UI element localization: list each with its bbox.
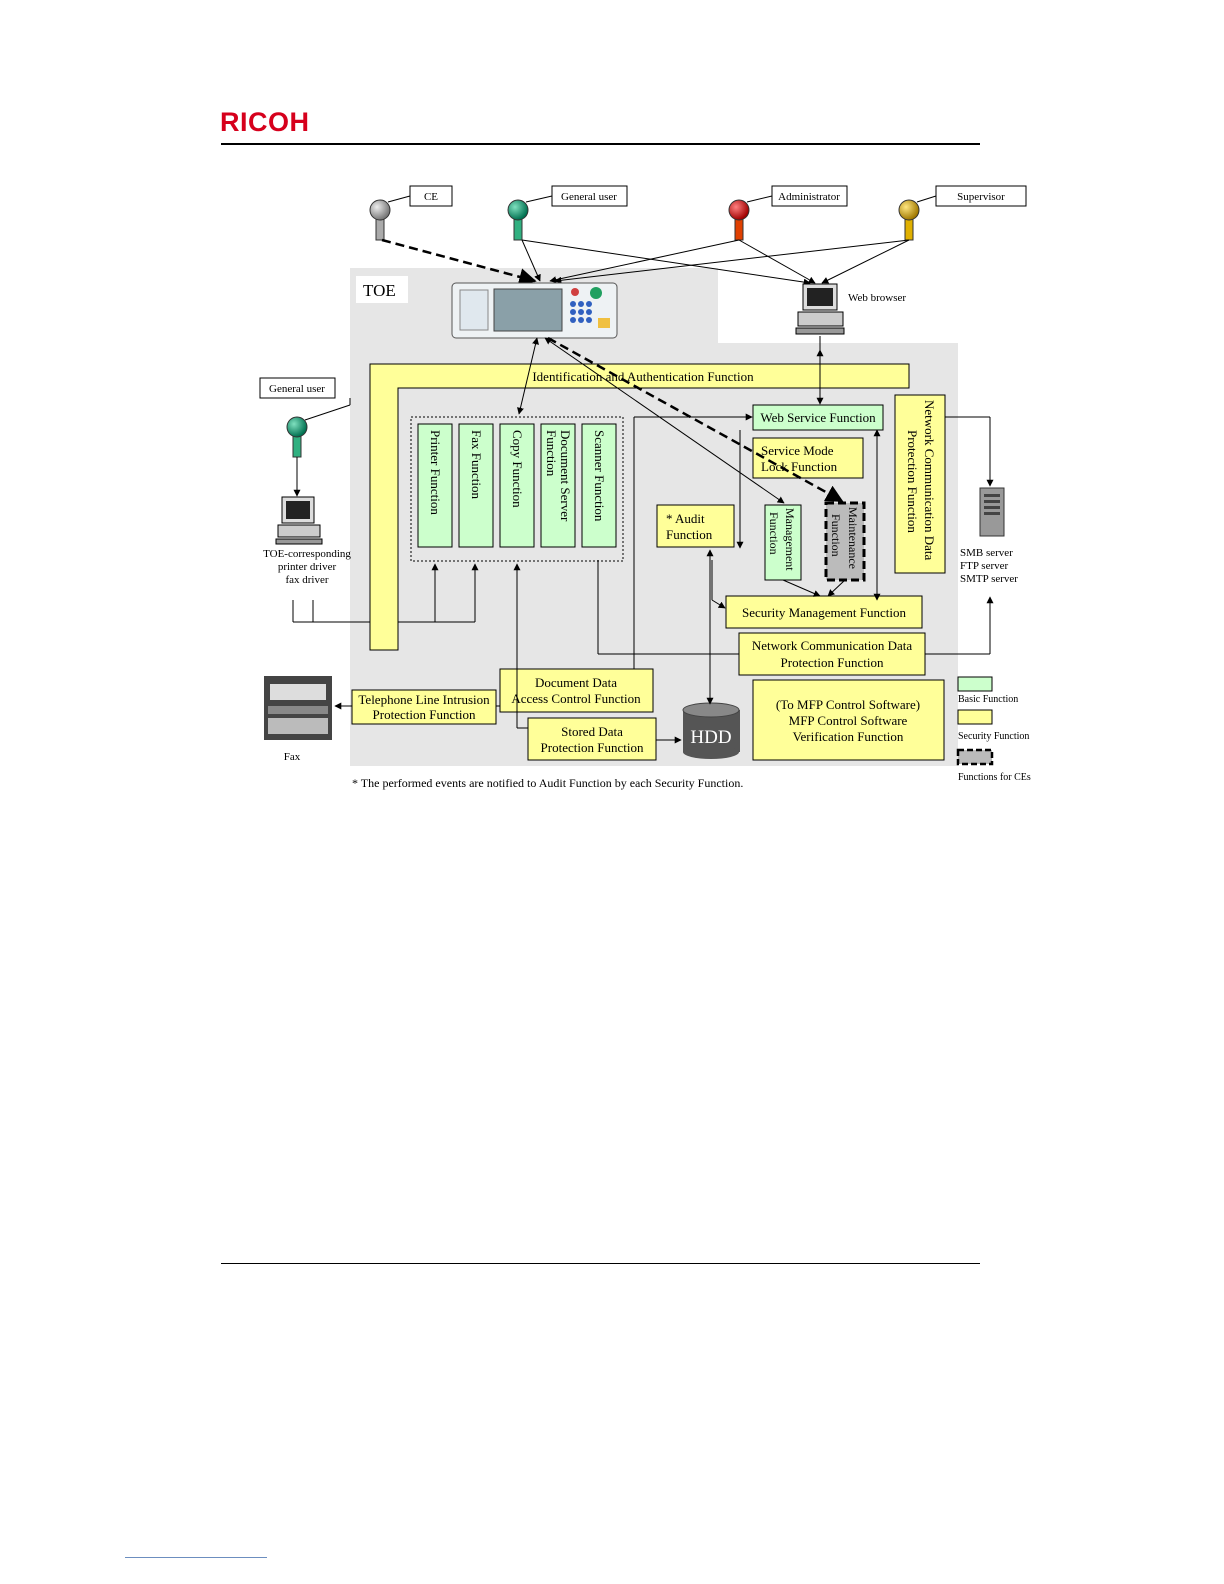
stored-data-protection-box [527, 717, 657, 761]
server-label-1: SMB server [960, 547, 1013, 559]
legend-security-swatch [957, 709, 993, 725]
legend-security-label: Security Function [958, 731, 1029, 742]
document-data-access-box [499, 668, 654, 713]
stored-data-protection-label-1: Stored Data [561, 724, 623, 739]
footer-rule [221, 1263, 980, 1264]
mfp-verification-label-2: MFP Control Software [789, 713, 908, 728]
printer-driver-computer-icon [275, 496, 323, 545]
maintenance-function-label-1: Maintenance [846, 507, 860, 569]
supervisor-actor-icon [898, 199, 920, 241]
telephone-line-box [351, 689, 497, 725]
web-service-function-label: Web Service Function [760, 410, 876, 425]
diagram-footnote: * The performed events are notified to A… [352, 776, 743, 790]
basic-function-box [499, 423, 535, 548]
general-user-left-label: General user [269, 383, 325, 395]
legend-basic-label: Basic Function [958, 694, 1018, 705]
web-browser-computer-icon [795, 283, 845, 335]
ricoh-logo: RICOH [220, 107, 310, 137]
basic-function-label: Fax Function [469, 430, 484, 499]
toe-diagram: TOE CE General user Administrator Superv… [259, 185, 1031, 790]
stored-data-protection-label-2: Protection Function [541, 740, 644, 755]
general-user-label-box [551, 185, 628, 207]
document-data-access-label-1: Document Data [535, 675, 617, 690]
connector-lines [292, 336, 994, 744]
telephone-line-label-2: Protection Function [373, 707, 476, 722]
ce-label-box [409, 185, 453, 207]
network-comm-vertical-label-1: Network Communication Data [922, 400, 937, 561]
server-label-2: FTP server [960, 560, 1009, 572]
supervisor-label-box [935, 185, 1027, 207]
printer-driver-label-3: fax driver [285, 574, 328, 586]
basic-function-label: Printer Function [428, 430, 443, 515]
security-management-label: Security Management Function [742, 605, 906, 620]
administrator-label-box [771, 185, 848, 207]
administrator-label: Administrator [778, 191, 840, 203]
general-user-label: General user [561, 191, 617, 203]
identification-authentication-label: Identification and Authentication Functi… [532, 369, 754, 384]
service-mode-lock-label-1: Service Mode [761, 443, 834, 458]
management-function-label-2: Function [767, 512, 781, 555]
document-data-access-label-2: Access Control Function [511, 691, 641, 706]
ce-actor-icon [369, 199, 391, 241]
basic-function-box [417, 423, 453, 548]
mfp-verification-label-3: Verification Function [793, 729, 904, 744]
audit-function-label-2: Function [666, 527, 713, 542]
legend-ce-label: Functions for CEs [958, 772, 1031, 783]
audit-function-box [656, 504, 735, 548]
management-function-label-1: Management [783, 508, 797, 571]
server-tower-icon [979, 487, 1005, 537]
fax-machine-icon [264, 676, 332, 740]
basic-function-label: Copy Function [510, 430, 525, 508]
hdd-cylinder-icon [682, 702, 740, 759]
legend-ce-swatch [956, 748, 994, 766]
administrator-actor-icon [728, 199, 750, 241]
general-user-actor-icon [507, 199, 529, 241]
footnote-separator [125, 1557, 267, 1558]
web-browser-label: Web browser [848, 292, 906, 304]
toe-label: TOE [363, 281, 396, 300]
network-comm-bottom-label-2: Protection Function [781, 655, 884, 670]
maintenance-function-label-2: Function [829, 514, 843, 557]
audit-function-label-1: * Audit [666, 511, 705, 526]
server-label-3: SMTP server [960, 573, 1018, 585]
general-user-left-label-box [259, 377, 336, 399]
basic-function-label: Scanner Function [592, 430, 607, 522]
operation-panel-icon [451, 282, 618, 339]
mfp-verification-label-1: (To MFP Control Software) [776, 697, 920, 712]
hdd-label: HDD [690, 727, 731, 748]
printer-driver-label-2: printer driver [278, 561, 337, 573]
network-comm-vertical-label-2: Protection Function [905, 430, 920, 533]
basic-function-box [458, 423, 494, 548]
printer-driver-label-1: TOE-corresponding [263, 548, 351, 560]
ce-label: CE [424, 191, 438, 203]
network-comm-bottom-box [738, 632, 926, 676]
telephone-line-label-1: Telephone Line Intrusion [358, 692, 490, 707]
header-rule [221, 143, 980, 145]
basic-function-label: Function [544, 430, 559, 477]
toe-label-box [356, 276, 408, 303]
supervisor-label: Supervisor [957, 191, 1005, 203]
basic-function-label: Document Server [558, 430, 573, 522]
security-management-box [725, 595, 923, 629]
general-user-left-actor-icon [286, 416, 308, 458]
legend-basic-swatch [957, 676, 993, 692]
management-function-box [764, 504, 802, 581]
mfp-verification-box [752, 679, 945, 761]
network-comm-vertical-box [894, 394, 946, 574]
fax-label: Fax [284, 751, 301, 763]
identification-authentication-box [369, 363, 910, 651]
network-comm-bottom-label-1: Network Communication Data [752, 638, 913, 653]
